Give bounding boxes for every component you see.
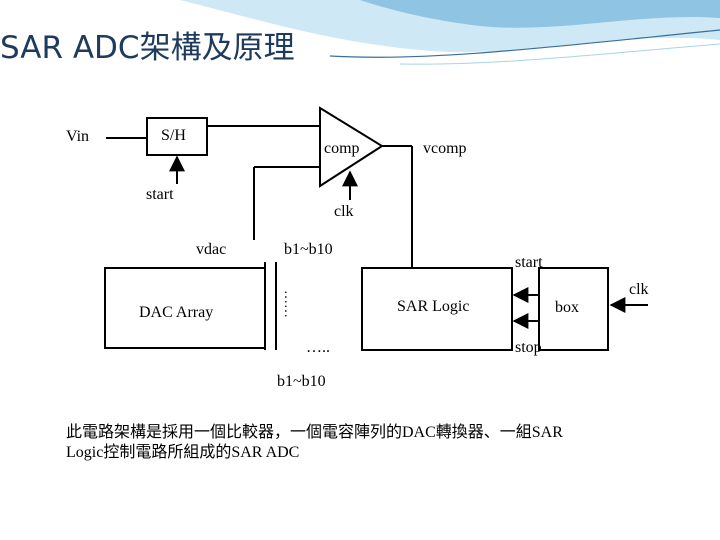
comp-label: comp xyxy=(324,140,360,157)
comparator-symbol xyxy=(319,106,384,188)
start-label-top: start xyxy=(146,186,174,203)
box-block xyxy=(538,267,609,351)
sar-adc-diagram xyxy=(104,106,648,351)
bus-label-top: b1~b10 xyxy=(284,241,333,258)
wave-line-2 xyxy=(399,43,720,65)
wave-dark xyxy=(360,0,720,28)
caption-line-2: Logic控制電路所組成的SAR ADC xyxy=(66,444,300,461)
slide-title: SAR ADC架構及原理 xyxy=(0,30,295,66)
caption-line-1: 此電路架構是採用一個比較器，一個電容陣列的DAC轉換器、一組SAR xyxy=(66,424,563,441)
bus-dots-bottom: ….. xyxy=(306,339,330,356)
start-label-right: start xyxy=(515,254,543,271)
sar-logic-block xyxy=(361,267,513,351)
wave-line xyxy=(329,29,720,58)
sh-label: S/H xyxy=(161,127,186,144)
vin-label: Vin xyxy=(66,128,90,145)
sh-block xyxy=(146,117,208,156)
caption: 此電路架構是採用一個比較器，一個電容陣列的DAC轉換器、一組SAR Logic控… xyxy=(66,423,656,463)
box-label: box xyxy=(555,299,579,316)
clk-comp-label: clk xyxy=(334,203,354,220)
vdac-label: vdac xyxy=(196,241,227,258)
header-wave xyxy=(180,0,720,65)
dac-array-label: DAC Array xyxy=(139,304,214,321)
dac-array-block xyxy=(104,267,266,349)
sar-logic-label: SAR Logic xyxy=(397,298,470,315)
clk-box-label: clk xyxy=(629,281,649,298)
vcomp-label: vcomp xyxy=(423,140,467,157)
stop-label: stop xyxy=(515,339,542,356)
bus-label-bottom: b1~b10 xyxy=(277,373,326,390)
bus-dots-vertical: …… xyxy=(281,290,296,318)
